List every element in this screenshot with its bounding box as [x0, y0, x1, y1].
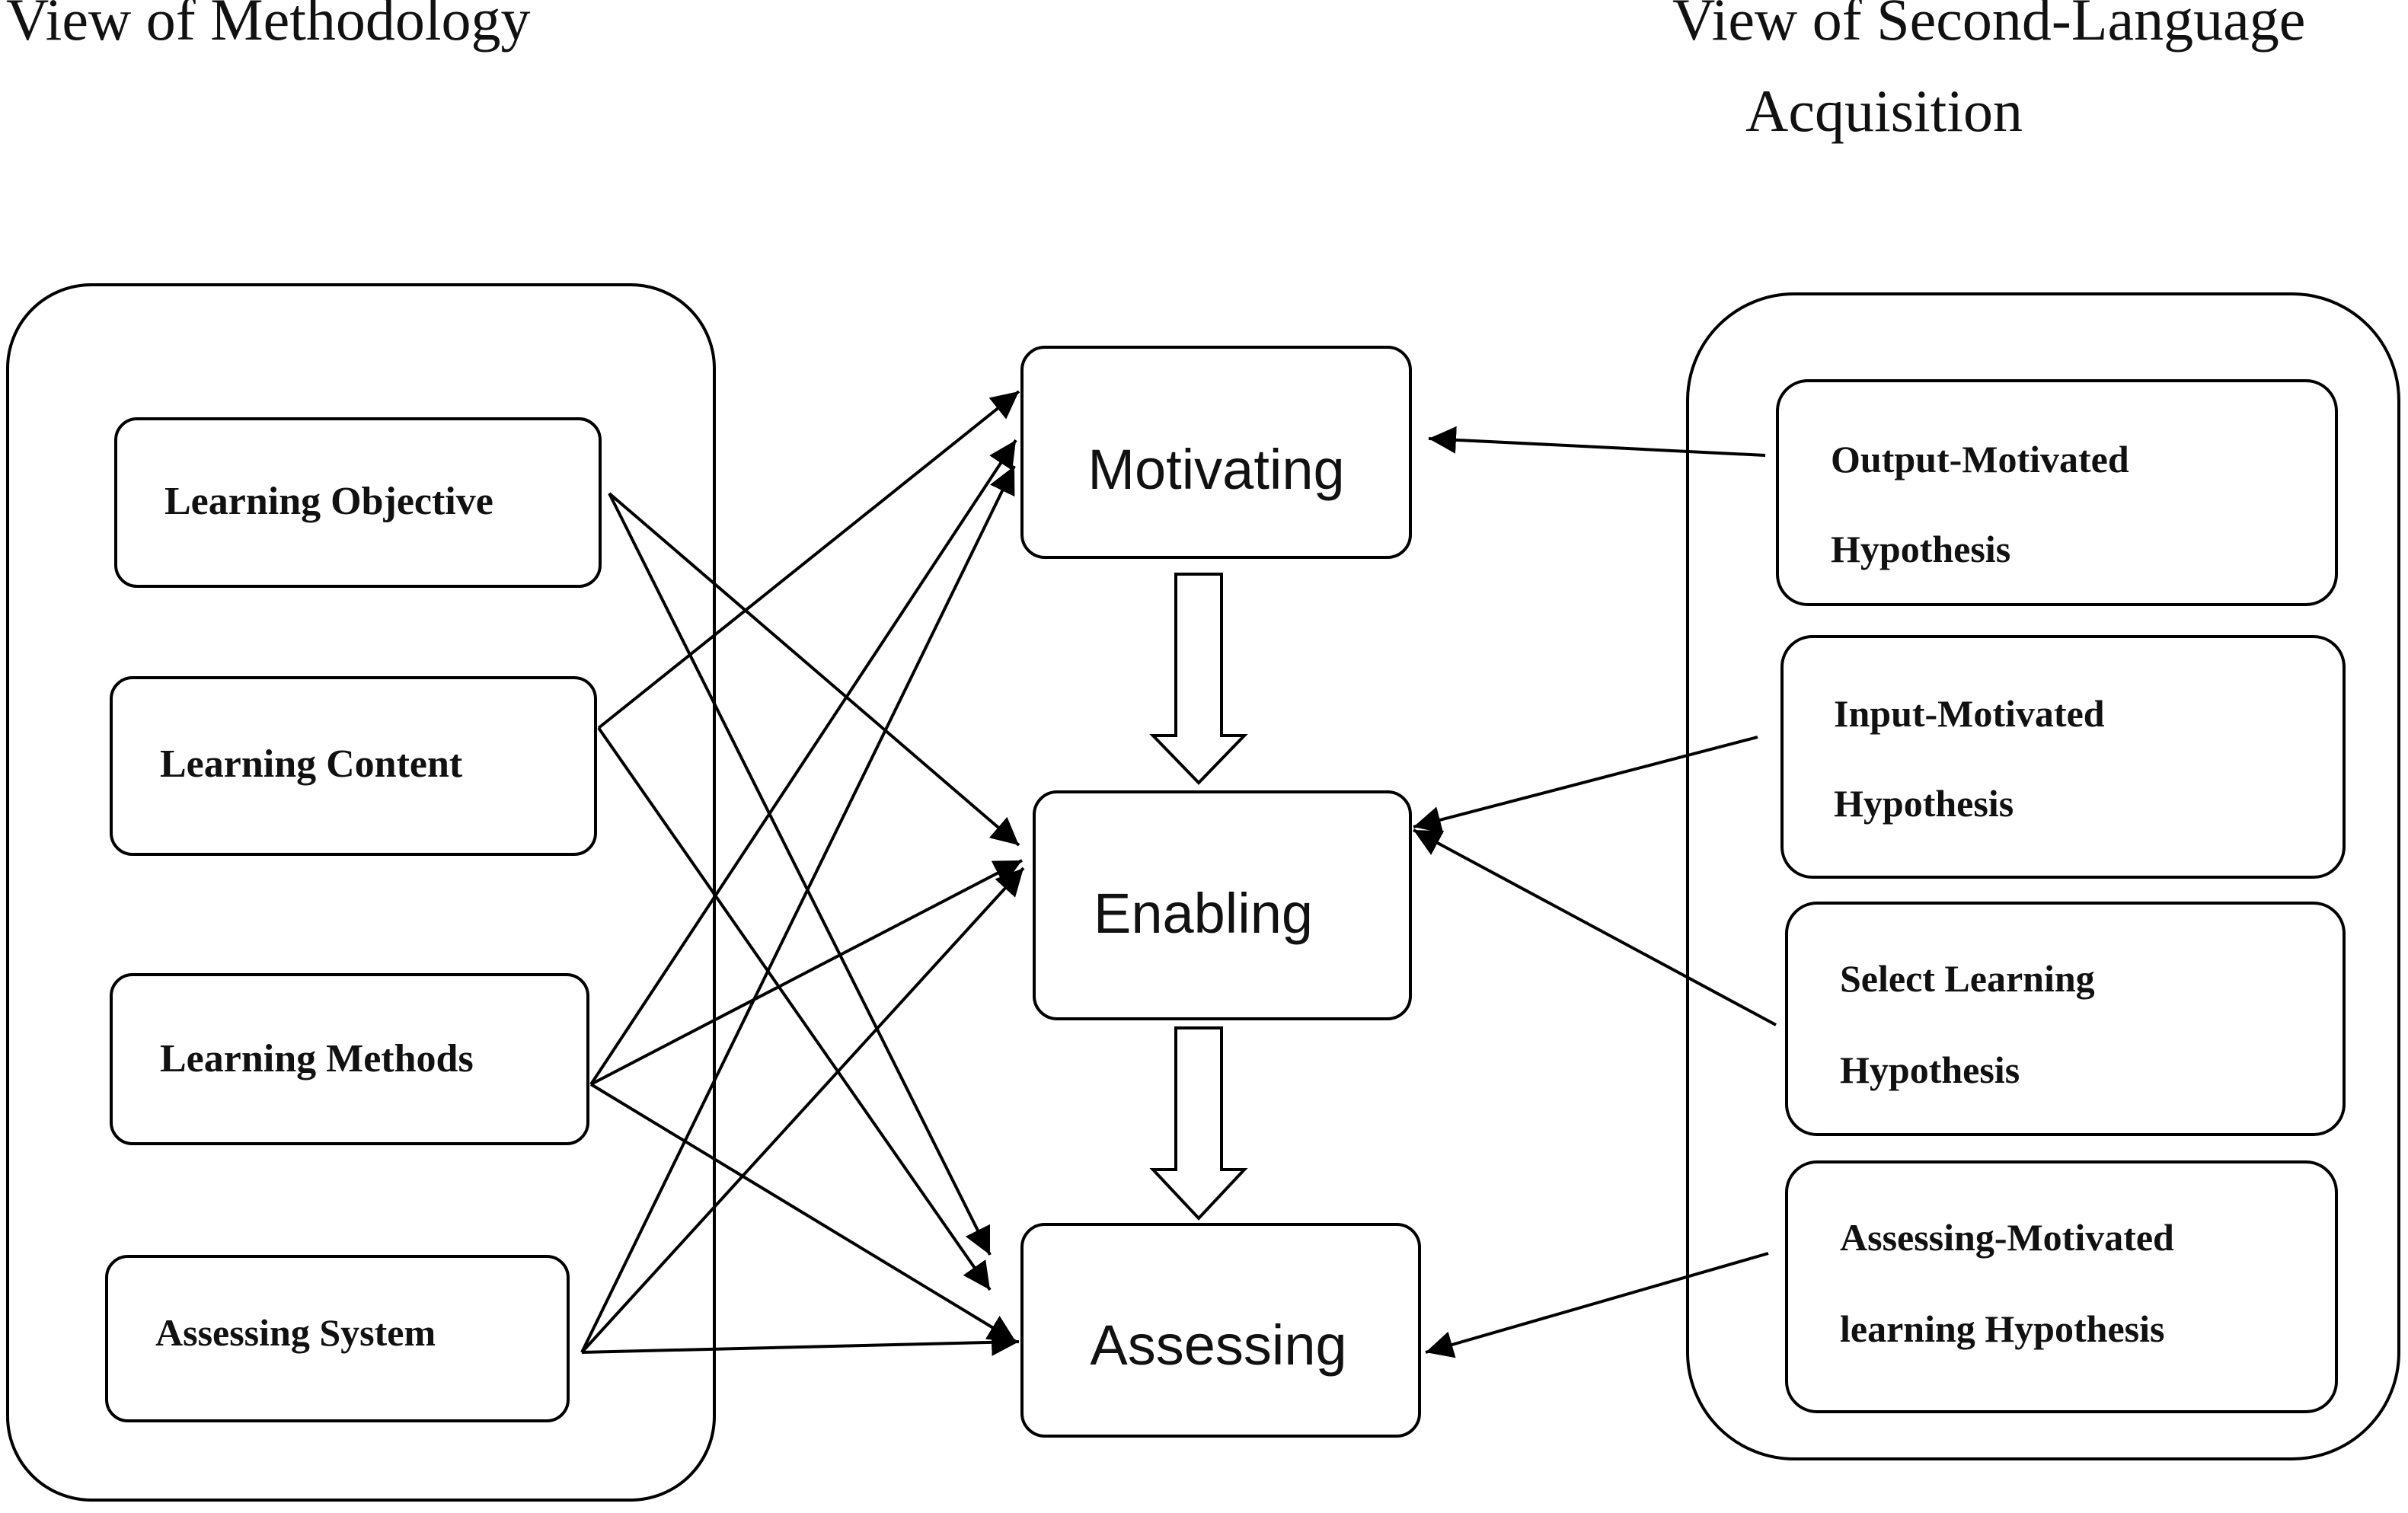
- node-enabling-label: Enabling: [1094, 882, 1313, 945]
- edges-layer: [580, 390, 1777, 1358]
- left-heading: View of Methodology: [6, 0, 531, 53]
- edge-learning-methods-to-enabling: [590, 859, 1023, 1086]
- node-learning-methods[interactable]: Learning Methods: [110, 973, 589, 1145]
- node-input-motivated[interactable]: Input-Motivated Hypothesis: [1780, 635, 2346, 879]
- node-select-learning-line2: Hypothesis: [1840, 1049, 2020, 1091]
- node-assessing-label: Assessing: [1090, 1314, 1346, 1377]
- flow-arrow-enabling-to-assessing: [1149, 1026, 1248, 1221]
- node-assessing[interactable]: Assessing: [1020, 1223, 1421, 1438]
- edge-output-motivated-to-motivating: [1428, 426, 1766, 457]
- edge-input-motivated-to-enabling: [1413, 736, 1758, 834]
- node-select-learning[interactable]: Select Learning Hypothesis: [1785, 902, 2346, 1136]
- edge-learning-methods-to-motivating: [589, 439, 1017, 1086]
- node-input-motivated-line1: Input-Motivated: [1834, 692, 2105, 735]
- right-heading-line1: View of Second-Language: [1672, 0, 2305, 53]
- edge-learning-objective-to-enabling: [608, 492, 1020, 847]
- edge-learning-objective-to-assessing: [608, 493, 992, 1256]
- node-motivating-label: Motivating: [1087, 438, 1344, 501]
- edge-assessing-system-to-motivating: [580, 465, 1016, 1353]
- edge-assessing-system-to-enabling: [580, 867, 1025, 1354]
- node-learning-objective[interactable]: Learning Objective: [114, 417, 602, 588]
- node-learning-objective-label: Learning Objective: [164, 480, 493, 523]
- flow-arrow-motivating-to-enabling: [1149, 573, 1248, 785]
- sla-group: [1686, 292, 2400, 1460]
- node-motivating[interactable]: Motivating: [1020, 346, 1412, 559]
- edge-select-learning-to-enabling: [1413, 828, 1777, 1026]
- node-enabling[interactable]: Enabling: [1033, 790, 1412, 1020]
- node-assessing-system[interactable]: Assessing System: [105, 1255, 570, 1422]
- flow-arrows-layer: [1149, 573, 1248, 1221]
- edge-learning-content-to-motivating: [597, 390, 1020, 729]
- right-heading-line2: Acquisition: [1745, 78, 2023, 144]
- node-assessing-motivated-line2: learning Hypothesis: [1840, 1307, 2164, 1350]
- node-output-motivated[interactable]: Output-Motivated Hypothesis: [1776, 379, 2338, 606]
- node-learning-content-label: Learning Content: [160, 742, 463, 786]
- node-learning-methods-label: Learning Methods: [160, 1037, 474, 1080]
- node-input-motivated-line2: Hypothesis: [1834, 782, 2014, 825]
- node-assessing-motivated[interactable]: Assessing-Motivated learning Hypothesis: [1785, 1160, 2338, 1413]
- edge-learning-content-to-assessing: [597, 726, 992, 1291]
- edge-assessing-motivated-to-assessing: [1425, 1252, 1769, 1358]
- edge-learning-methods-to-assessing: [589, 1083, 1017, 1343]
- node-assessing-motivated-line1: Assessing-Motivated: [1840, 1216, 2174, 1259]
- node-output-motivated-line1: Output-Motivated: [1831, 438, 2129, 480]
- node-learning-content[interactable]: Learning Content: [110, 676, 597, 856]
- edge-assessing-system-to-assessing: [581, 1328, 1020, 1356]
- node-assessing-system-label: Assessing System: [155, 1311, 436, 1354]
- node-select-learning-line1: Select Learning: [1840, 957, 2095, 1000]
- node-output-motivated-line2: Hypothesis: [1831, 528, 2010, 570]
